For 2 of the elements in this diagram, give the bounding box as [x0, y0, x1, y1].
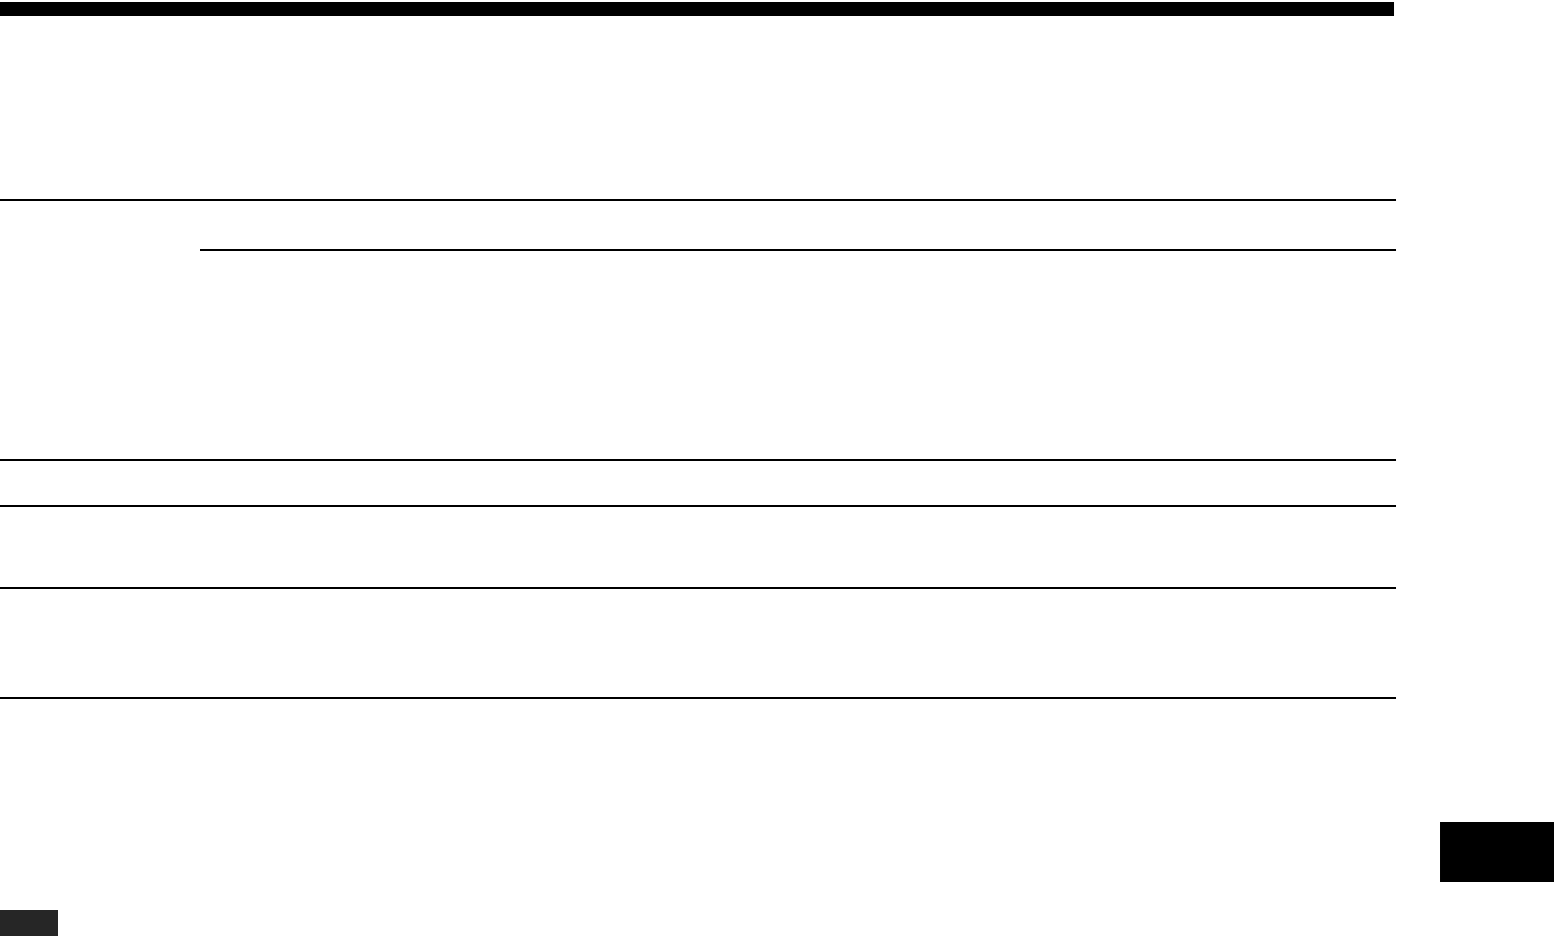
marker-block: [0, 910, 58, 936]
section-tab: [1440, 822, 1554, 882]
